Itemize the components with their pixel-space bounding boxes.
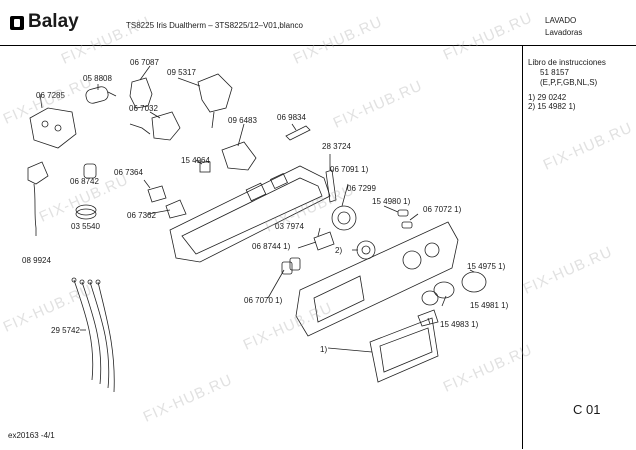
- part-label: 06 7091 1): [330, 165, 369, 174]
- subcategory: Lavadoras: [545, 28, 583, 37]
- part-label: 06 7072 1): [423, 205, 462, 214]
- document-id: ex20163 -4/1: [8, 431, 55, 440]
- part-label: 15 4981 1): [470, 301, 509, 310]
- part-label: 06 7070 1): [244, 296, 283, 305]
- page-code: C 01: [573, 402, 601, 417]
- part-label: 29 5742: [51, 326, 80, 335]
- model-line: TS8225 Iris Dualtherm – 3TS8225/12–V01,b…: [126, 21, 303, 30]
- drawer-part: [369, 317, 439, 383]
- fascia-panel: [295, 221, 459, 337]
- part-label: 06 7364: [114, 168, 143, 177]
- part-label: 15 4964: [181, 156, 210, 165]
- part-label: 1): [320, 345, 328, 354]
- bracket-part: [29, 107, 77, 149]
- switch-small-part: [147, 185, 167, 203]
- part-label: 15 4983 1): [440, 320, 479, 329]
- part-label: 03 7974: [275, 222, 304, 231]
- part-label: 2): [335, 246, 343, 255]
- manual-langs: (E,P,F,GB,NL,S): [540, 78, 598, 87]
- part-label: 03 5540: [71, 222, 100, 231]
- part-label: 06 7299: [347, 184, 376, 193]
- part-label: 09 5317: [167, 68, 196, 77]
- manual-title: Libro de instrucciones: [528, 58, 606, 67]
- header-divider: [0, 45, 636, 46]
- part-label: 06 9834: [277, 113, 306, 122]
- part-label: 15 4975 1): [467, 262, 506, 271]
- wire-harness: [73, 279, 115, 393]
- plug-part: [27, 161, 49, 185]
- sidebar-frame: [522, 45, 636, 449]
- part-label: 06 7285: [36, 91, 65, 100]
- control-frame: [169, 165, 331, 263]
- part-label: 06 7087: [130, 58, 159, 67]
- switch-part: [129, 77, 153, 109]
- part-label: 06 7362: [127, 211, 156, 220]
- selector-part: [151, 111, 181, 141]
- note-2: 2) 15 4982 1): [528, 102, 576, 111]
- rod-part: [285, 125, 311, 141]
- brand-logo-icon: [10, 16, 24, 30]
- manual-number: 51 8157: [540, 68, 569, 77]
- part-label: 06 8744 1): [252, 242, 291, 251]
- knob-part: [331, 205, 357, 231]
- part-label: 06 7032: [129, 104, 158, 113]
- knob-large-part: [461, 271, 487, 293]
- category: LAVADO: [545, 16, 577, 25]
- part-label: 08 9924: [22, 256, 51, 265]
- part-label: 06 8742: [70, 177, 99, 186]
- part-label: 09 6483: [228, 116, 257, 125]
- part-label: 05 8808: [83, 74, 112, 83]
- note-1: 1) 29 0242: [528, 93, 567, 102]
- timer-part: [221, 141, 257, 171]
- capacitor-part: [85, 86, 109, 104]
- part-label: 28 3724: [322, 142, 351, 151]
- brand-logo: Balay: [28, 11, 79, 32]
- part-label: 15 4980 1): [372, 197, 411, 206]
- thermostat-part: [197, 73, 233, 113]
